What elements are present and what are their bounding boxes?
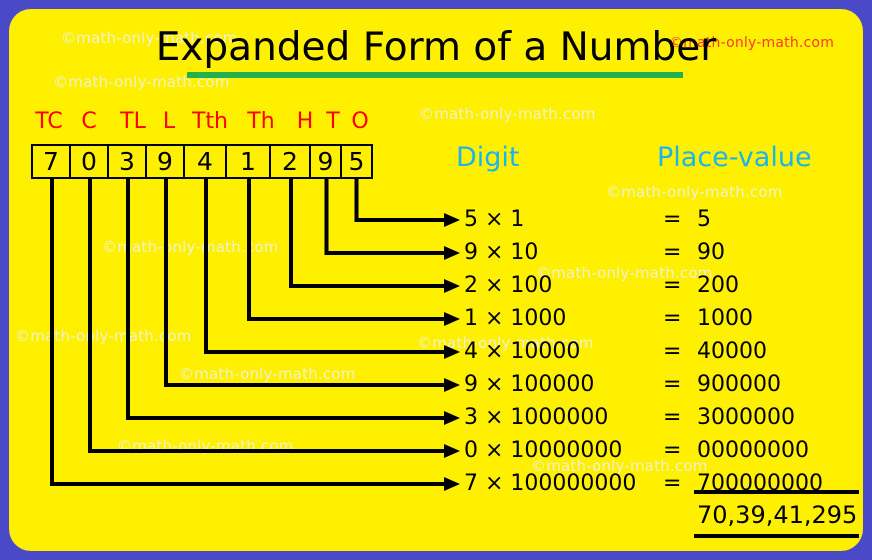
arrow-head-icon	[444, 444, 460, 458]
connector-elbow	[247, 179, 446, 321]
place-label-l: L	[162, 109, 176, 134]
place-value-result: 1000	[697, 306, 753, 331]
arrow-head-icon	[444, 213, 460, 227]
connector-elbow	[324, 179, 446, 255]
total-value: 70,39,41,295	[697, 501, 858, 529]
place-label-c: C	[81, 109, 97, 134]
arrow-head-icon	[444, 378, 460, 392]
place-value-result: 700000000	[697, 471, 823, 496]
connector-lines	[50, 179, 460, 491]
equation-expression: 1 × 1000	[464, 306, 567, 331]
place-value-result: 5	[697, 207, 711, 232]
column-header-digit: Digit	[456, 142, 520, 173]
connector-elbow	[289, 179, 446, 288]
equals-sign: =	[663, 306, 682, 331]
equation-expression: 3 × 1000000	[464, 405, 609, 430]
equation-expression: 5 × 1	[464, 207, 525, 232]
equals-sign: =	[663, 372, 682, 397]
equals-sign: =	[663, 405, 682, 430]
arrow-head-icon	[444, 477, 460, 491]
equals-sign: =	[663, 339, 682, 364]
equation-expression: 7 × 100000000	[464, 471, 637, 496]
total-rule-bottom	[694, 534, 859, 538]
place-label-h: H	[296, 109, 314, 134]
arrow-head-icon	[444, 345, 460, 359]
arrow-head-icon	[444, 246, 460, 260]
arrow-head-icon	[444, 279, 460, 293]
equation-expression: 9 × 100000	[464, 372, 595, 397]
equals-sign: =	[663, 240, 682, 265]
arrow-head-icon	[444, 411, 460, 425]
place-value-result: 00000000	[697, 438, 809, 463]
connector-elbow	[126, 179, 446, 420]
connector-elbow	[204, 179, 446, 354]
connector-elbow	[88, 179, 446, 453]
column-header-place-value: Place-value	[657, 142, 812, 173]
digit-cell: 1	[227, 146, 271, 177]
digit-cell: 9	[311, 146, 342, 177]
page-title: Expanded Form of a Number	[155, 25, 717, 70]
place-label-o: O	[351, 109, 369, 134]
place-label-t: T	[326, 109, 340, 134]
equals-sign: =	[663, 273, 682, 298]
digit-cell: 2	[271, 146, 311, 177]
total-rule-top	[694, 490, 859, 494]
poster-canvas: ©math-only-math.com©math-only-math.com©m…	[9, 9, 863, 551]
equation-expression: 0 × 10000000	[464, 438, 623, 463]
equation-expression: 9 × 10	[464, 240, 539, 265]
digit-cell: 7	[33, 146, 71, 177]
place-value-result: 3000000	[697, 405, 795, 430]
title-underline	[187, 72, 683, 78]
equals-sign: =	[663, 471, 682, 496]
digit-cell: 5	[348, 147, 365, 176]
equation-expression: 4 × 10000	[464, 339, 581, 364]
connector-elbow	[164, 179, 446, 387]
equation-expression: 2 × 100	[464, 273, 553, 298]
equals-sign: =	[663, 438, 682, 463]
connector-elbow	[354, 179, 446, 222]
digit-cell: 4	[185, 146, 227, 177]
place-label-tth: Tth	[191, 109, 229, 134]
place-label-tl: TL	[120, 109, 146, 134]
place-value-result: 90	[697, 240, 725, 265]
digit-cell: 0	[71, 146, 109, 177]
digit-cell: 3	[109, 146, 147, 177]
place-value-result: 200	[697, 273, 739, 298]
digit-cell: 9	[147, 146, 185, 177]
place-value-result: 40000	[697, 339, 767, 364]
place-label-tc: TC	[35, 109, 63, 134]
place-value-result: 900000	[697, 372, 781, 397]
connector-elbow	[50, 179, 446, 486]
equals-sign: =	[663, 207, 682, 232]
place-label-th: Th	[247, 109, 275, 134]
arrow-head-icon	[444, 312, 460, 326]
